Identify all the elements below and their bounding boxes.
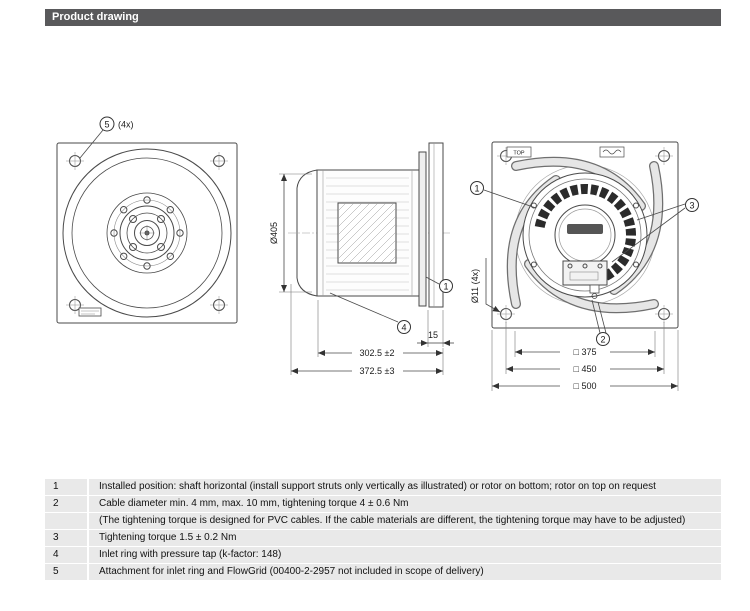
dim-square-375: □ 375 [514,331,656,357]
callout-5-qty: (4x) [118,120,134,130]
row-text: Cable diameter min. 4 mm, max. 10 mm, ti… [99,498,409,509]
dim-depth-302: 302.5 ±2 [317,300,444,375]
callout-2-number: 2 [600,335,605,345]
table-row: (The tightening torque is designed for P… [45,513,721,529]
dim-square-inner-label: □ 375 [574,347,597,357]
row-text: Tightening torque 1.5 ± 0.2 Nm [99,532,237,543]
callout-3-number: 3 [689,201,694,211]
row-text: Inlet ring with pressure tap (k-factor: … [99,549,282,560]
row-number: 1 [45,479,89,495]
notes-table: 1 Installed position: shaft horizontal (… [45,479,721,581]
dim-hole-label: Ø11 (4x) [470,269,480,303]
dim-square-mid-label: □ 450 [574,364,597,374]
row-number [45,513,89,529]
callout-5: 5 (4x) [79,116,134,159]
page-title: Product drawing [52,11,139,23]
row-number: 2 [45,496,89,512]
section-header: Product drawing [45,9,721,26]
callout-1-rear: 1 [470,181,537,209]
rear-view-drawing: TOP [470,141,699,391]
dim-square-500: □ 500 [491,330,679,391]
row-number: 3 [45,530,89,546]
dim-hole-11: Ø11 (4x) [470,258,501,313]
table-row: 3 Tightening torque 1.5 ± 0.2 Nm [45,530,721,546]
dim-depth-total-label: 372.5 ±3 [360,366,395,376]
table-row: 1 Installed position: shaft horizontal (… [45,479,721,495]
dim-offset-label: 15 [428,330,438,340]
table-row: 2 Cable diameter min. 4 mm, max. 10 mm, … [45,496,721,512]
callout-2: 2 [591,299,610,346]
nameplate-label [78,307,102,317]
callout-5-number: 5 [104,120,109,130]
motor-label [567,224,603,234]
table-row: 4 Inlet ring with pressure tap (k-factor… [45,547,721,563]
top-marker: TOP [506,146,532,158]
callout-1-rear-number: 1 [474,184,479,194]
callout-1-side-number: 1 [443,282,448,292]
product-drawing: 5 (4x) [56,116,699,391]
row-text: Installed position: shaft horizontal (in… [99,481,656,492]
front-view-drawing: 5 (4x) [56,116,238,324]
row-text: Attachment for inlet ring and FlowGrid (… [99,566,484,577]
airflow-marker [599,146,625,158]
dim-diameter-label: Ø405 [269,222,279,244]
table-row: 5 Attachment for inlet ring and FlowGrid… [45,564,721,580]
dim-square-450: □ 450 [505,322,665,374]
row-number: 5 [45,564,89,580]
dim-depth-372: 372.5 ±3 [290,284,443,376]
top-marker-label: TOP [513,151,525,157]
terminal-box [562,260,608,299]
row-text: (The tightening torque is designed for P… [99,515,686,526]
callout-3: 3 [611,198,699,263]
dim-square-outer-label: □ 500 [574,381,597,391]
callout-1-side: 1 [425,276,453,293]
dim-offset-15: 15 [417,310,454,347]
row-number: 4 [45,547,89,563]
callout-4-number: 4 [401,323,406,333]
callout-4: 4 [329,292,411,334]
dim-depth-inner-label: 302.5 ±2 [360,348,395,358]
dim-diameter-405: Ø405 [269,173,312,293]
side-view-drawing: Ø405 15 302.5 ±2 372 [269,142,454,376]
